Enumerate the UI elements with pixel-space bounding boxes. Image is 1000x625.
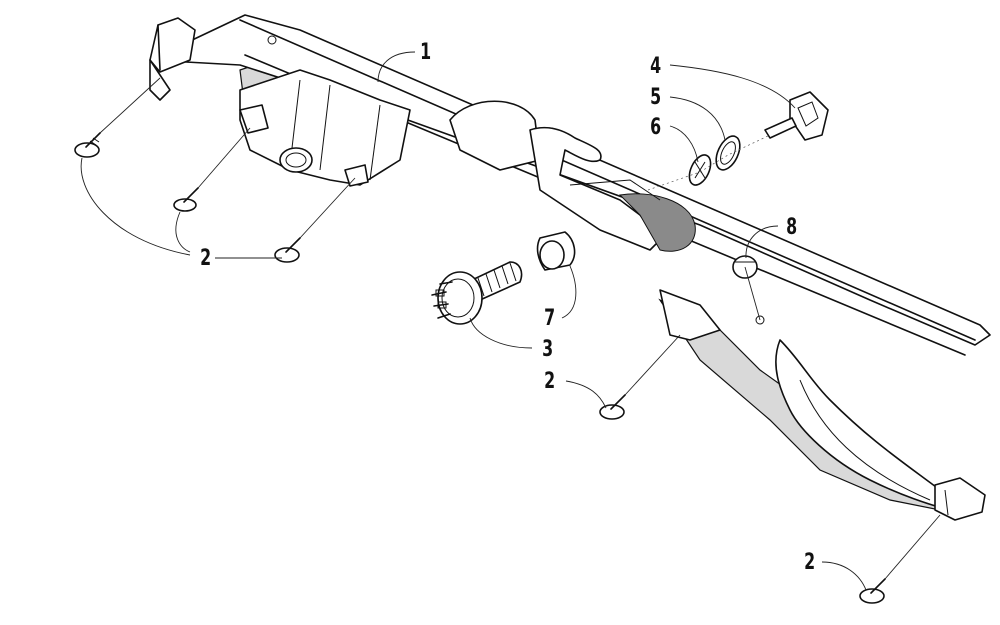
key [764,91,829,141]
key-cap [715,135,741,171]
callout-4: 4 [650,52,661,78]
callout-2: 2 [804,548,815,574]
callout-2: 2 [544,367,555,393]
screw [274,237,301,263]
ignition-switch [431,261,523,325]
callout-3: 3 [542,335,553,361]
washer [688,154,712,186]
screw [74,132,101,158]
dash-panel [149,14,991,521]
callout-1: 1 [420,38,431,64]
bezel-nut [536,231,576,271]
callout-2: 2 [200,244,211,270]
screw [173,187,199,212]
callout-7: 7 [544,304,555,330]
screw [859,578,886,604]
callout-8: 8 [786,213,797,239]
callout-5: 5 [650,83,661,109]
callout-6: 6 [650,113,661,139]
screw [599,394,626,420]
